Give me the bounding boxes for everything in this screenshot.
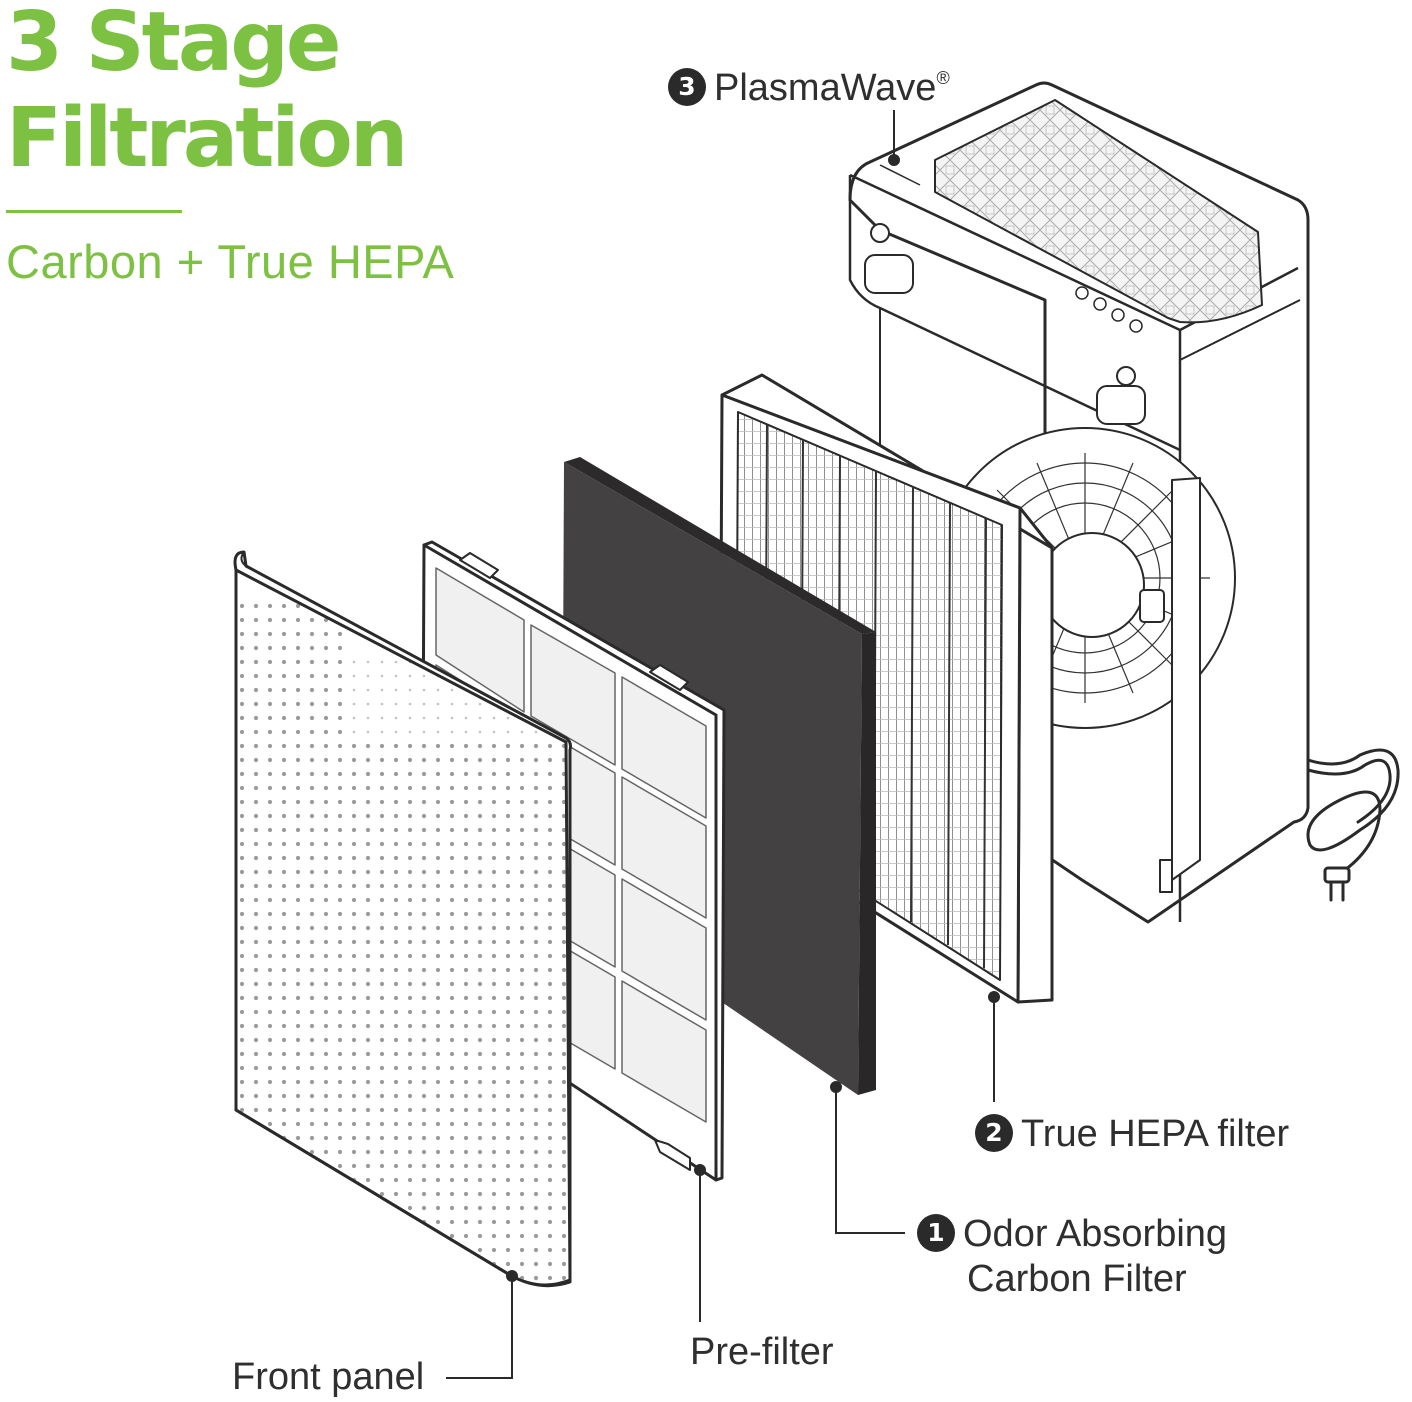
callout-text-line2: Carbon Filter bbox=[967, 1257, 1187, 1300]
subtitle: Carbon + True HEPA bbox=[6, 235, 455, 288]
power-cord bbox=[1306, 748, 1400, 902]
leader-lines bbox=[446, 110, 1000, 1379]
callout-number-badge: 1 bbox=[917, 1213, 955, 1252]
title-divider bbox=[6, 210, 182, 213]
callout-text: Odor Absorbing bbox=[963, 1213, 1228, 1255]
callout-text: True HEPA filter bbox=[1021, 1113, 1290, 1155]
callout-front-panel: Front panel bbox=[232, 1355, 424, 1400]
title-line-2: Filtration bbox=[6, 91, 408, 186]
callout-number-badge: 3 bbox=[668, 67, 706, 106]
title-line-1: 3 Stage bbox=[6, 0, 342, 90]
callout-pre-filter: Pre-filter bbox=[690, 1330, 834, 1375]
callout-text: PlasmaWave bbox=[714, 67, 937, 109]
callout-text: Pre-filter bbox=[690, 1331, 834, 1373]
registered-mark: ® bbox=[936, 68, 950, 88]
callout-text: Front panel bbox=[232, 1356, 425, 1398]
callout-number-badge: 2 bbox=[975, 1113, 1013, 1152]
